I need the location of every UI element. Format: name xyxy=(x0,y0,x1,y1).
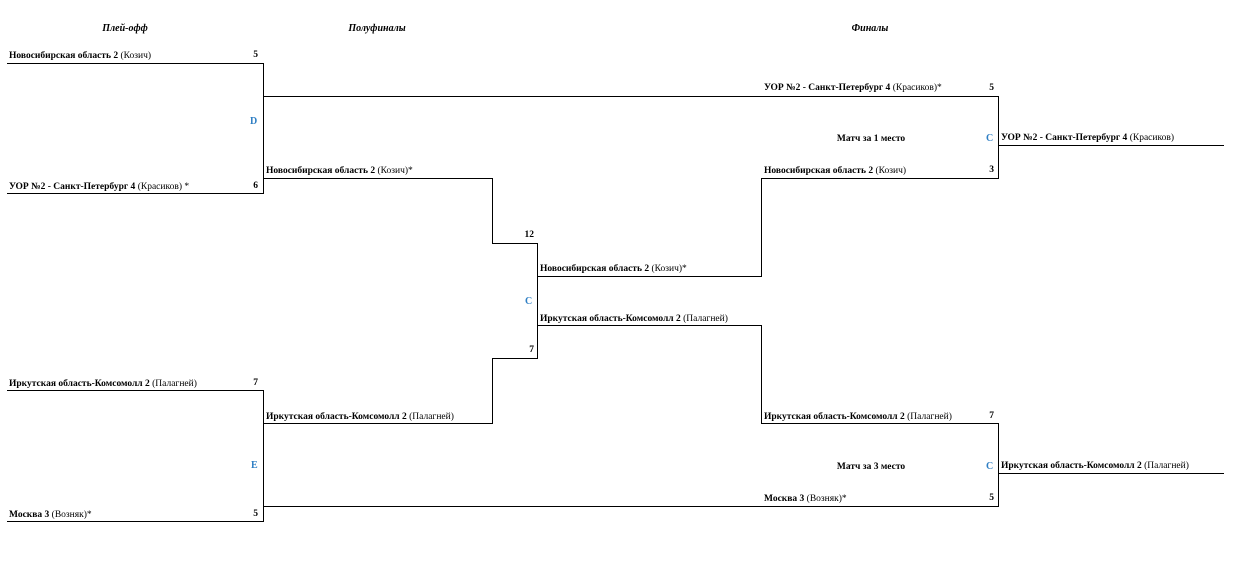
bracket-line xyxy=(998,96,999,179)
bracket-line xyxy=(7,521,264,522)
final1-caption: Матч за 1 место xyxy=(836,134,906,144)
playoff-e-code: E xyxy=(251,460,258,471)
bracket-line xyxy=(492,243,538,244)
playoff-d-team1: Новосибирская область 2 (Козич) xyxy=(9,51,151,62)
header-playoff: Плей-офф xyxy=(102,23,148,34)
bracket-line xyxy=(537,325,762,326)
team-name: УОР №2 - Санкт-Петербург 4 xyxy=(1001,133,1128,143)
bracket-line xyxy=(263,423,493,424)
team-name: Иркутская область-Комсомолл 2 xyxy=(540,314,681,324)
bracket-line xyxy=(537,276,762,277)
bracket-line xyxy=(761,325,762,424)
bracket-line xyxy=(761,178,762,277)
semi-loser: Иркутская область-Комсомолл 2 (Палагней) xyxy=(540,314,728,325)
header-finals: Финалы xyxy=(851,23,889,34)
bracket-line xyxy=(263,63,264,194)
bracket-line xyxy=(263,178,493,179)
team-coach: (Красиков) xyxy=(1127,133,1174,143)
header-semifinals: Полуфиналы xyxy=(348,23,406,34)
final3-winner: Иркутская область-Комсомолл 2 (Палагней) xyxy=(1001,461,1189,472)
playoff-e-team1-score: 7 xyxy=(253,378,258,388)
bracket-line xyxy=(761,178,999,179)
bracket-line xyxy=(761,423,999,424)
semi-team1-score: 12 xyxy=(524,230,535,240)
team-name: Москва 3 xyxy=(764,494,805,504)
semi-team2-score: 7 xyxy=(529,345,534,355)
bracket-line xyxy=(7,193,264,194)
team-name: Иркутская область-Комсомолл 2 xyxy=(764,412,905,422)
bracket-line xyxy=(263,96,998,97)
team-coach: (Палагней) xyxy=(904,412,952,422)
bracket-line xyxy=(7,390,264,391)
team-name: УОР №2 - Санкт-Петербург 4 xyxy=(764,83,891,93)
final3-team1-score: 7 xyxy=(989,411,994,421)
team-name: Новосибирская область 2 xyxy=(764,166,874,176)
playoff-e-team1: Иркутская область-Комсомолл 2 (Палагней) xyxy=(9,379,197,390)
playoff-d-team1-score: 5 xyxy=(253,50,258,60)
playoff-d-code: D xyxy=(250,116,258,127)
semi-team1: Новосибирская область 2 (Козич)* xyxy=(266,166,413,177)
team-coach: (Козич)* xyxy=(375,166,413,176)
team-name: Новосибирская область 2 xyxy=(540,264,650,274)
bracket-line xyxy=(537,243,538,358)
bracket-line xyxy=(492,178,493,243)
team-coach: (Козич)* xyxy=(649,264,687,274)
bracket-line xyxy=(998,423,999,507)
team-name: УОР №2 - Санкт-Петербург 4 xyxy=(9,182,136,192)
team-coach: (Палагней) xyxy=(149,379,197,389)
final3-code: C xyxy=(986,461,994,472)
team-coach: (Козич) xyxy=(118,51,152,61)
final1-team2-score: 3 xyxy=(989,165,994,175)
bracket-line xyxy=(998,473,1224,474)
bracket-line xyxy=(263,506,998,507)
final1-team1-score: 5 xyxy=(989,83,994,93)
final3-team2: Москва 3 (Возняк)* xyxy=(764,494,847,505)
final3-team1: Иркутская область-Комсомолл 2 (Палагней) xyxy=(764,412,952,423)
team-coach: (Козич) xyxy=(873,166,907,176)
semi-team2: Иркутская область-Комсомолл 2 (Палагней) xyxy=(266,412,454,423)
bracket-line xyxy=(492,358,493,424)
playoff-d-team2: УОР №2 - Санкт-Петербург 4 (Красиков) * xyxy=(9,182,189,193)
final1-winner: УОР №2 - Санкт-Петербург 4 (Красиков) xyxy=(1001,133,1174,144)
semi-code: C xyxy=(525,296,533,307)
playoff-d-team2-score: 6 xyxy=(253,181,258,191)
playoff-e-team2-score: 5 xyxy=(253,509,258,519)
final1-team2: Новосибирская область 2 (Козич) xyxy=(764,166,906,177)
team-name: Новосибирская область 2 xyxy=(266,166,376,176)
team-coach: (Возняк)* xyxy=(804,494,847,504)
final1-code: C xyxy=(986,133,994,144)
final3-team2-score: 5 xyxy=(989,493,994,503)
team-coach: (Красиков)* xyxy=(890,83,942,93)
bracket-line xyxy=(492,358,538,359)
team-name: Иркутская область-Комсомолл 2 xyxy=(1001,461,1142,471)
bracket-line xyxy=(998,145,1224,146)
bracket-line xyxy=(7,63,264,64)
team-coach: (Палагней) xyxy=(1141,461,1189,471)
team-name: Иркутская область-Комсомолл 2 xyxy=(9,379,150,389)
team-coach: (Палагней) xyxy=(406,412,454,422)
semi-winner: Новосибирская область 2 (Козич)* xyxy=(540,264,687,275)
team-coach: (Красиков) * xyxy=(135,182,190,192)
team-coach: (Возняк)* xyxy=(49,510,92,520)
team-coach: (Палагней) xyxy=(680,314,728,324)
team-name: Иркутская область-Комсомолл 2 xyxy=(266,412,407,422)
bracket-line xyxy=(263,390,264,522)
final3-caption: Матч за 3 место xyxy=(836,462,906,472)
team-name: Москва 3 xyxy=(9,510,50,520)
playoff-e-team2: Москва 3 (Возняк)* xyxy=(9,510,92,521)
final1-team1: УОР №2 - Санкт-Петербург 4 (Красиков)* xyxy=(764,83,942,94)
team-name: Новосибирская область 2 xyxy=(9,51,119,61)
